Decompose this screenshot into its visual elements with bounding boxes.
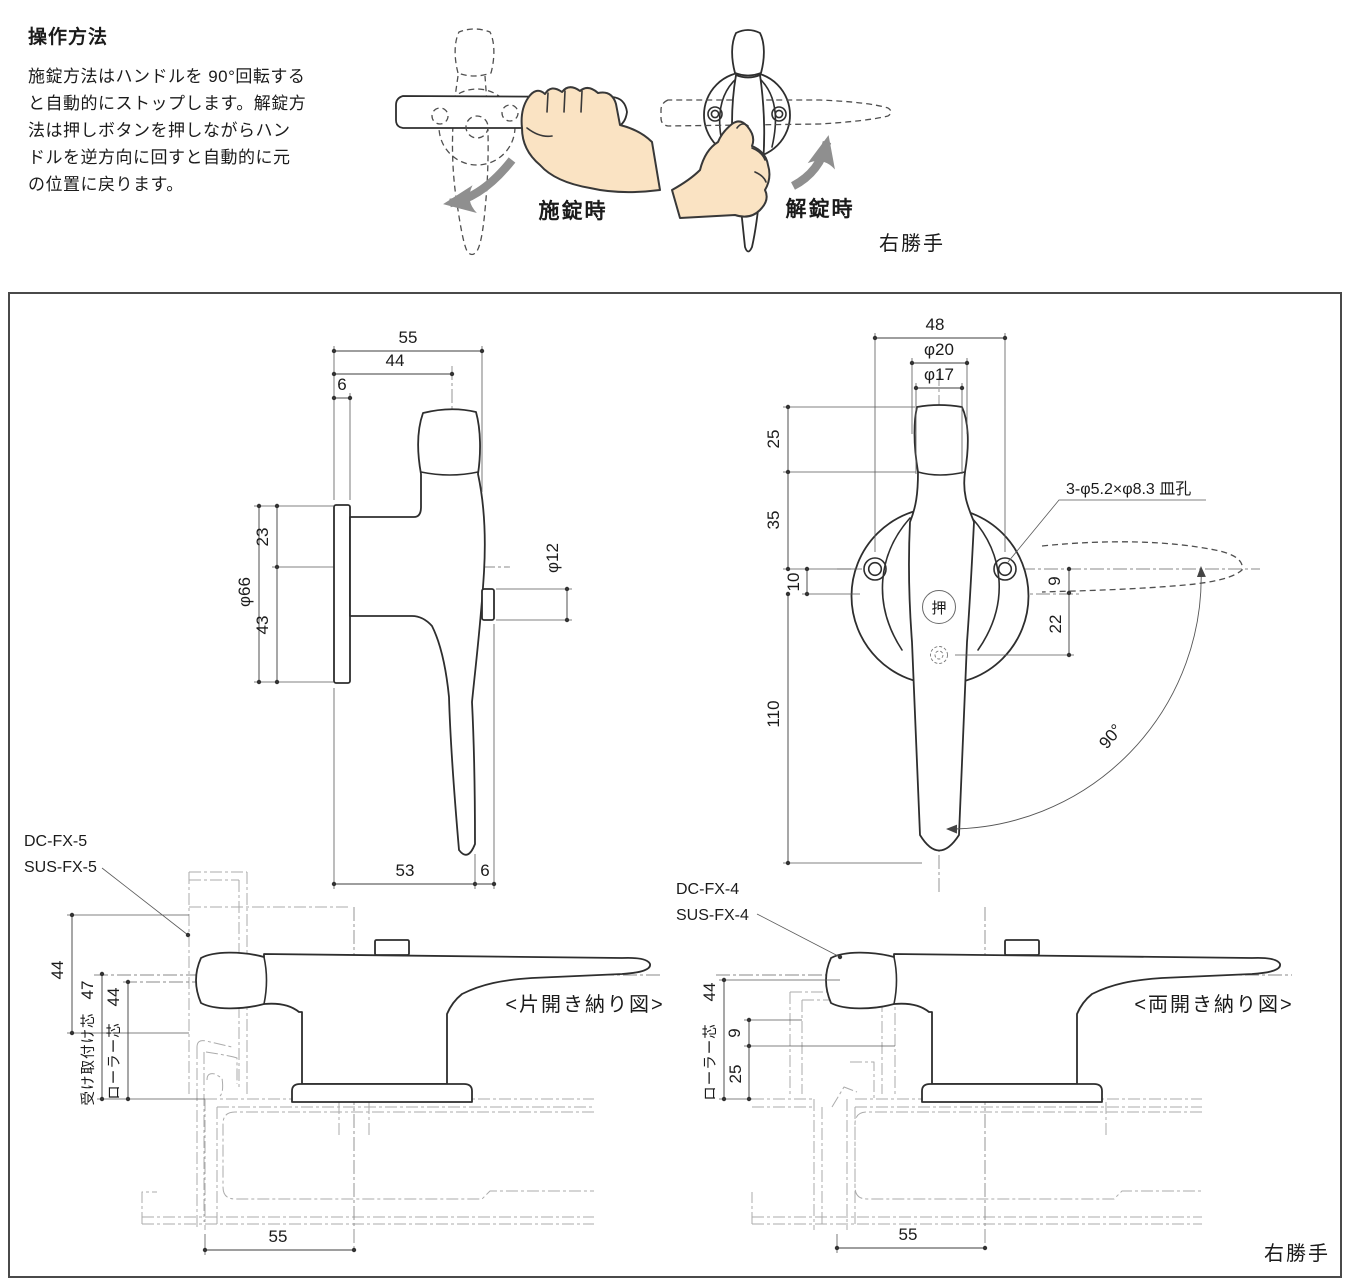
caption-double-door: <両開き納り図> — [1134, 993, 1293, 1016]
leader-line — [101, 867, 191, 938]
dim-grip-h: 25 — [764, 430, 783, 449]
handle-body — [349, 408, 486, 856]
dim-lower: 43 — [253, 616, 272, 635]
push-button-label: 押 — [931, 600, 946, 617]
instruction-line: の位置に戻ります。 — [28, 175, 184, 194]
technical-drawing-board: 55 44 6 23 φ66 43 φ12 53 6 — [8, 292, 1342, 1278]
dim-right-upper: 9 — [1045, 576, 1064, 585]
dim-roller: 44 — [104, 988, 123, 1007]
instruction-line: 施錠方法はハンドルを 90°回転する — [28, 67, 306, 86]
dim-angle: 90° — [1095, 721, 1126, 753]
technical-drawings: 55 44 6 23 φ66 43 φ12 53 6 — [24, 315, 1330, 1265]
grip-joint-line — [917, 471, 966, 476]
roller-axis-label: ローラー芯 — [106, 1022, 123, 1100]
page-title: 操作方法 — [28, 27, 109, 48]
mount-flange — [333, 504, 351, 684]
dim-offset: 55 — [269, 1227, 288, 1246]
screw-hole-icon — [863, 557, 887, 581]
hole-note: 3-φ5.2×φ8.3 皿孔 — [1066, 480, 1191, 498]
handing-note: 右勝手 — [1264, 1242, 1330, 1265]
dim-frame: 44 — [48, 961, 67, 980]
model-label: SUS-FX-4 — [676, 907, 749, 924]
grip-dashed — [454, 28, 495, 77]
dim-right-lower: 22 — [1046, 615, 1065, 634]
dim-offset: 55 — [899, 1225, 918, 1244]
dim-lower: 25 — [726, 1065, 745, 1084]
hand-thumb-icon — [671, 120, 771, 219]
dim-neck-dia: φ17 — [924, 365, 954, 384]
screw-hole-icon — [431, 107, 449, 125]
grip — [731, 29, 765, 77]
leader-line — [756, 913, 843, 960]
operation-instructions: 操作方法 施錠方法はハンドルを 90°回転する と自動的にストップします。解錠方… — [28, 22, 388, 198]
dim-upper: 23 — [253, 528, 272, 547]
model-label: DC-FX-4 — [676, 881, 739, 898]
handle-rotated-dashed — [1041, 541, 1243, 593]
handle-side-mounted — [195, 939, 652, 1103]
caption-single-door: <片開き納り図> — [505, 993, 664, 1016]
roller-pin — [481, 588, 495, 621]
screw-hole-icon — [501, 104, 519, 122]
instruction-line: 法は押しボタンを押しながらハン — [28, 121, 291, 140]
dim-mid-width: 44 — [386, 351, 405, 370]
rotate-arrow-icon — [790, 135, 835, 190]
rotate-arrow-icon — [443, 157, 516, 213]
lock-label: 施錠時 — [539, 199, 608, 223]
dim-base-dia: φ66 — [235, 577, 254, 607]
hand-icon — [520, 86, 661, 194]
dim-hole-offset: 10 — [784, 573, 803, 592]
screw-hole-icon — [707, 106, 723, 122]
instruction-line: ドルを逆方向に回すと自動的に元 — [28, 148, 291, 167]
dim-edge-top: 6 — [337, 375, 346, 394]
dim-grip-dia: φ20 — [924, 340, 954, 359]
unlock-label: 解錠時 — [786, 197, 855, 221]
model-label: SUS-FX-5 — [24, 859, 97, 876]
roller-axis-label: ローラー芯 — [702, 1023, 719, 1101]
dim-bottom-width: 53 — [396, 861, 415, 880]
frame-profile — [751, 991, 1202, 1230]
leader-line — [1007, 499, 1206, 563]
drawing-side-view: 55 44 6 23 φ66 43 φ12 53 6 — [235, 328, 572, 889]
rotation-arc — [946, 566, 1206, 834]
drawing-install-double: DC-FX-4 SUS-FX-4 44 ローラー芯 9 25 55 <両開き納り… — [676, 881, 1330, 1265]
illustration-unlocking: 解錠時 右勝手 — [660, 29, 945, 255]
handle-side-mounted — [825, 939, 1282, 1103]
drawing-front-view: 押 90° 3-φ5.2×φ8.3 皿孔 — [764, 315, 1260, 892]
dim-receiver: 47 — [78, 981, 97, 1000]
drawing-install-single: DC-FX-5 SUS-FX-5 44 47 受け取付け芯 44 ローラー芯 5… — [24, 833, 664, 1255]
dim-roller-dia: φ12 — [543, 543, 562, 573]
model-label: DC-FX-5 — [24, 833, 87, 850]
screw-hole-icon — [771, 106, 787, 122]
spindle-dashed — [465, 115, 489, 139]
dim-gap: 9 — [725, 1028, 744, 1037]
handle-bar-dashed — [660, 99, 892, 127]
receiver-axis-label: 受け取付け芯 — [80, 1013, 97, 1106]
dim-top-width: 55 — [399, 328, 418, 347]
dim-neck-h: 35 — [764, 511, 783, 530]
handing-note: 右勝手 — [879, 232, 945, 255]
dim-edge-bottom: 6 — [480, 861, 489, 880]
hand-detail-lines — [736, 123, 767, 183]
illustration-locking: 施錠時 — [395, 28, 661, 256]
dim-length: 110 — [764, 700, 783, 727]
instruction-line: と自動的にストップします。解錠方 — [28, 94, 307, 113]
dim-hole-span: 48 — [926, 315, 945, 334]
dim-roller: 44 — [700, 983, 719, 1002]
lever-dashed — [451, 75, 489, 256]
hand-detail-lines — [526, 90, 583, 138]
grip-joint-line — [420, 471, 479, 476]
operation-illustrations: 施錠時 解錠時 右勝手 — [395, 28, 945, 256]
